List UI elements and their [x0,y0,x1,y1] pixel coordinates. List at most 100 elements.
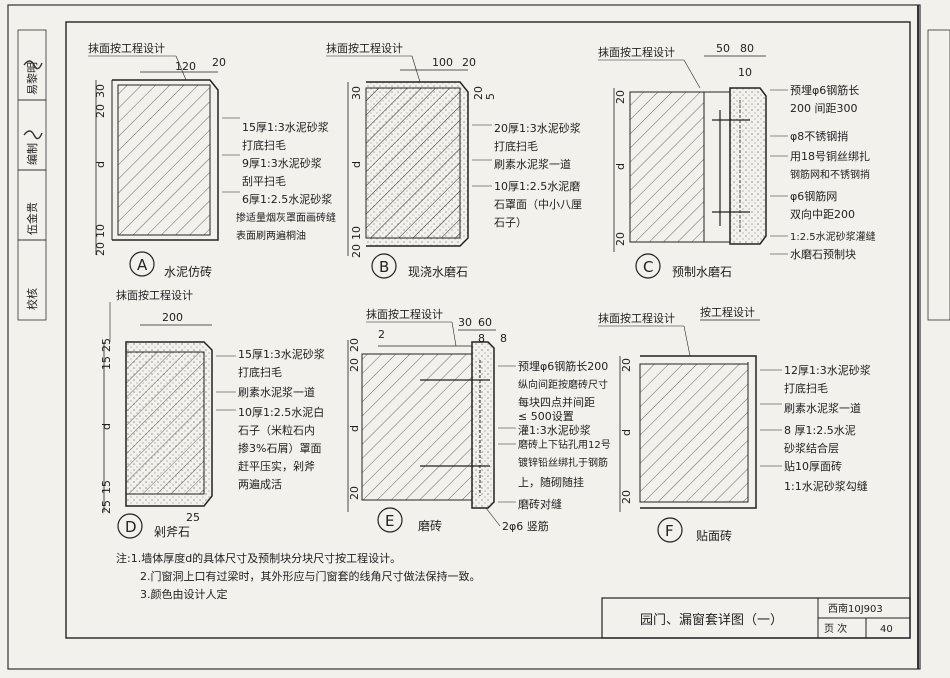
detail-c-note-3: 用18号铜丝绑扎 [790,149,870,163]
detail-d-note-0: 15厚1:3水泥砂浆 [238,347,325,361]
detail-d-note-3: 10厚1:2.5水泥白 [238,405,324,419]
detail-c-note-6: 双向中距200 [790,207,855,221]
detail-b-letter: B [379,258,389,276]
dim-d-15: 15 [100,356,113,370]
dim-a-20: 20 [212,56,226,69]
detail-e-note-9: 2φ6 竖筋 [502,519,549,533]
dim-b-20c: 20 [350,244,363,258]
detail-e-note-1: 纵向间距按磨砖尺寸 [518,378,608,391]
inner-frame [65,21,911,639]
detail-d-note-7: 两遍成活 [238,478,282,491]
detail-a-note-2: 9厚1:3水泥砂浆 [242,156,322,170]
detail-c-letter: C [643,258,653,276]
detail-c-note-4: 钢筋网和不锈钢捎 [790,168,870,181]
dim-a-120: 120 [175,60,196,73]
dim-e-d: d [348,425,361,432]
dim-b-100: 100 [432,56,453,69]
dim-d-200: 200 [162,311,183,324]
dim-f-20: 20 [620,358,633,372]
detail-c-note-8: 水磨石预制块 [790,248,856,261]
dim-e-2: 2 [378,328,385,341]
detail-d-note-5: 掺3%石屑）罩面 [238,441,321,455]
dim-f-d: d [620,429,633,436]
outer-border [7,4,921,670]
detail-a: 120 20 30 20 d 10 20 抹面按工程设计 15厚1:3水泥砂浆 … [88,41,336,279]
detail-e-note-8: 磨砖对缝 [518,497,562,511]
dim-d-15b: 15 [100,480,113,494]
detail-c-note-2: φ8不锈钢捎 [790,129,848,143]
detail-e-note-7: 上，随砌随挂 [518,475,584,489]
detail-c-note-1: 200 间距300 [790,102,858,115]
detail-b-note-0: 20厚1:3水泥砂浆 [494,121,581,135]
dim-b-5: 5 [484,93,497,100]
sidebar-label-1: 伍金贵 [25,202,39,235]
right-sidebar-box [927,29,950,321]
detail-c-note-0: 预埋φ6钢筋长 [790,83,859,97]
detail-e-note-4: 灌1:3水泥砂浆 [518,423,591,437]
sidebar-box [17,29,47,321]
detail-e-note-0: 预埋φ6钢筋长200 [518,359,608,373]
detail-f-note-0: 12厚1:3水泥砂浆 [784,363,871,377]
detail-a-note-4: 6厚1:2.5水泥砂浆 [242,192,332,206]
detail-e-letter: E [385,512,394,530]
detail-d-note-2: 刷素水泥浆一道 [238,385,315,399]
detail-c: 50 80 10 20 d 20 抹面按工程设计 预埋φ6钢筋长 200 间距3… [598,42,876,279]
detail-e-top-note: 抹面按工程设计 [366,307,443,321]
footnote-1: 注:1.墙体厚度d的具体尺寸及预制块分块尺寸按工程设计。 [116,551,401,565]
detail-f-note-3: 8 厚1:2.5水泥 [784,424,856,437]
dim-e-8: 8 [478,332,485,345]
detail-b-note-5: 石子） [494,216,527,229]
detail-f-top-note: 抹面按工程设计 [598,311,675,325]
detail-c-top-note: 抹面按工程设计 [598,45,675,59]
detail-d-letter: D [125,518,137,536]
detail-b: 100 20 30 20 5 d 10 20 抹面按工程设计 20厚1:3水泥砂… [326,41,582,279]
detail-f-top-note2: 按工程设计 [700,305,755,319]
detail-a-letter: A [137,256,148,274]
detail-f-name: 贴面砖 [696,528,732,543]
sidebar-label-2: 编制 [25,143,39,165]
dim-d-d: d [100,423,113,430]
detail-f-note-6: 1:1水泥砂浆勾缝 [784,479,868,493]
page-label: 页 次 [824,622,847,635]
detail-a-note-3: 刮平扫毛 [242,174,286,188]
detail-f-note-1: 打底扫毛 [784,381,828,395]
detail-f-letter: F [665,522,674,540]
dim-e-20: 20 [348,338,361,352]
drawing-title: 园门、漏窗套详图（一） [640,612,783,628]
dim-e-60: 60 [478,316,492,329]
dim-c-20b: 20 [614,232,627,246]
detail-a-note-1: 打底扫毛 [242,138,286,152]
detail-e-note-6: 镀锌铅丝绑扎于钢筋 [518,456,608,469]
detail-a-note-5: 掺适量烟灰罩面画砖缝 [236,211,336,224]
dim-b-10: 10 [350,226,363,240]
detail-e-note-2: 每块四点并间距 [518,395,595,409]
title-block: 园门、漏窗套详图（一） 西南10J903 页 次 40 [601,597,911,639]
detail-f: 20 d 20 抹面按工程设计 按工程设计 12厚1:3水泥砂浆 打底扫毛 刷素… [598,305,871,543]
dim-a-20c: 20 [94,242,107,256]
detail-f-note-4: 砂浆结合层 [784,441,839,455]
detail-d: 200 25 15 d 15 25 25 抹面按工程设计 15厚1:3水泥砂浆 … [100,288,325,539]
sidebar-label-3: 易黎明 [25,62,39,95]
detail-e-note-3: ≤ 500设置 [518,410,574,423]
dim-a-30: 30 [94,84,107,98]
dim-c-d: d [614,163,627,170]
dim-a-20b: 20 [94,104,107,118]
dim-d-25b: 25 [100,500,113,514]
dim-e-30: 30 [458,316,472,329]
dim-d-25c: 25 [186,511,200,524]
detail-b-top-note: 抹面按工程设计 [326,41,403,55]
detail-d-top-note: 抹面按工程设计 [116,288,193,302]
dim-b-d: d [350,161,363,168]
detail-a-top-note: 抹面按工程设计 [88,41,165,55]
drawing-code: 西南10J903 [828,602,883,615]
dim-b-20b: 20 [472,86,485,100]
detail-b-note-4: 石罩面（中小八厘 [494,198,582,211]
detail-b-note-1: 打底扫毛 [494,139,538,153]
dim-b-20: 20 [462,56,476,69]
detail-b-name: 现浇水磨石 [408,265,468,279]
detail-f-note-5: 贴10厚面砖 [784,459,842,473]
dim-a-d: d [94,161,107,168]
dim-f-20b: 20 [620,490,633,504]
